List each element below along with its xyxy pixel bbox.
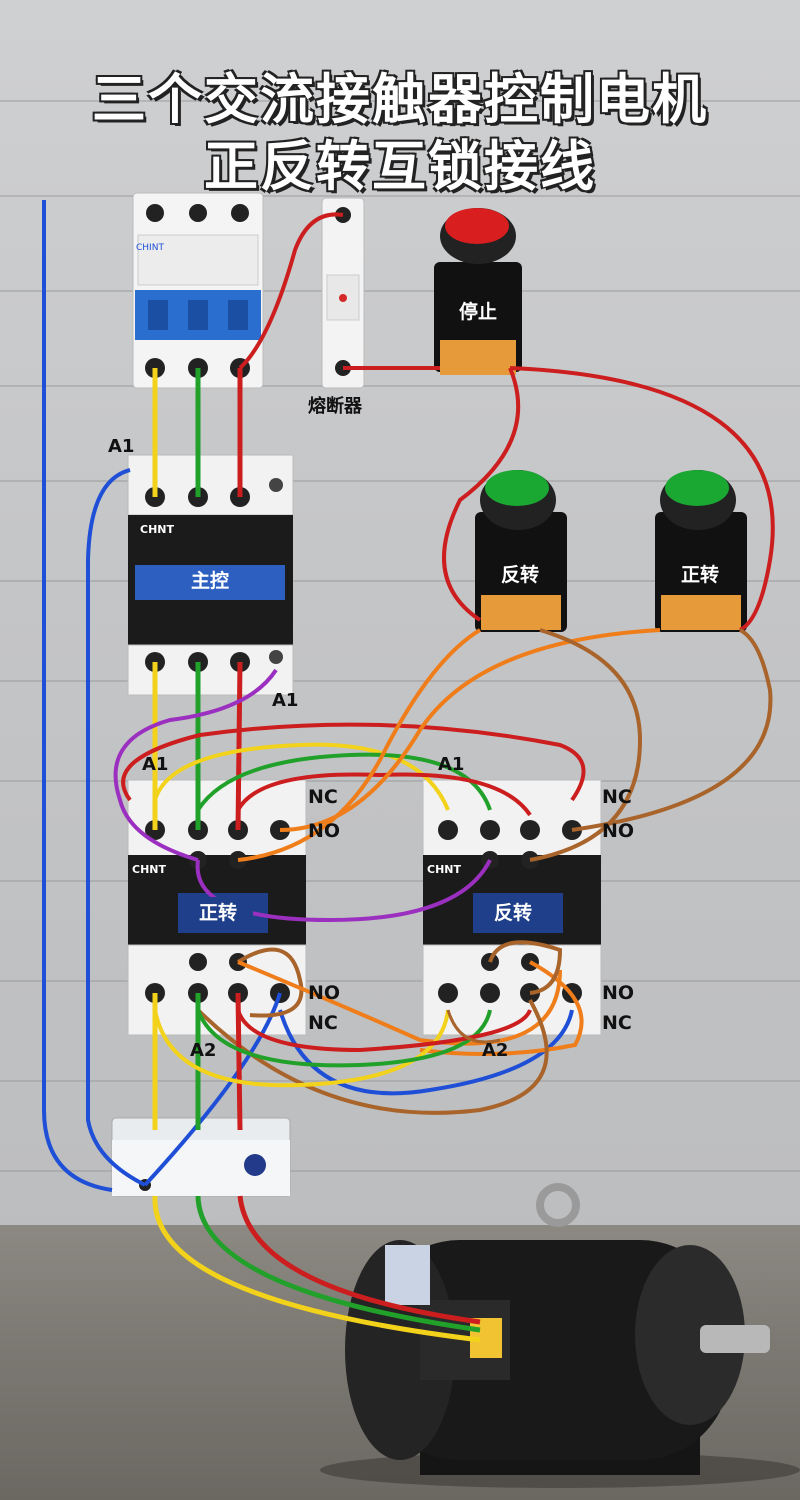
fuse: [321, 197, 365, 389]
main-contactor-label: 主控: [180, 567, 240, 595]
breaker-brand: CHINT: [136, 243, 164, 253]
reverse-coil-a2: A2: [482, 1040, 509, 1061]
circuit-breaker: [132, 192, 264, 389]
stop-button[interactable]: [434, 208, 522, 375]
stop-button-label: 停止: [452, 297, 504, 327]
fuse-label: 熔断器: [308, 396, 362, 417]
forward-coil-a2: A2: [190, 1040, 217, 1061]
main-coil-a1-top: A1: [108, 436, 135, 457]
reverse-contactor: [422, 779, 602, 1036]
forward-start-button[interactable]: [655, 470, 747, 632]
forward-coil-a1: A1: [142, 754, 169, 775]
thermal-overload-relay: [111, 1117, 291, 1197]
reverse-aux-no-bottom: NO: [602, 982, 635, 1004]
forward-aux-nc-top: NC: [308, 786, 338, 808]
reverse-start-button[interactable]: [475, 470, 567, 632]
forward-aux-no-top: NO: [308, 820, 341, 842]
forward-contactor-label: 正转: [183, 897, 253, 929]
forward-aux-nc-bottom: NC: [308, 1012, 338, 1034]
title-line-2: 正反转互锁接线: [204, 135, 596, 198]
forward-contactor-brand: CHNT: [132, 863, 166, 876]
reverse-coil-a1: A1: [438, 754, 465, 775]
forward-button-label: 正转: [672, 560, 728, 590]
main-contactor-brand: CHNT: [140, 523, 174, 536]
reverse-button-label: 反转: [492, 560, 548, 590]
reverse-contactor-label: 反转: [478, 897, 548, 929]
reverse-contactor-brand: CHNT: [427, 863, 461, 876]
electric-motor: [320, 1183, 800, 1488]
title-line-1: 三个交流接触器控制电机: [92, 68, 708, 131]
main-coil-a1-bottom: A1: [272, 690, 299, 711]
reverse-aux-nc-bottom: NC: [602, 1012, 632, 1034]
forward-aux-no-bottom: NO: [308, 982, 341, 1004]
reverse-aux-nc-top: NC: [602, 786, 632, 808]
reverse-aux-no-top: NO: [602, 820, 635, 842]
